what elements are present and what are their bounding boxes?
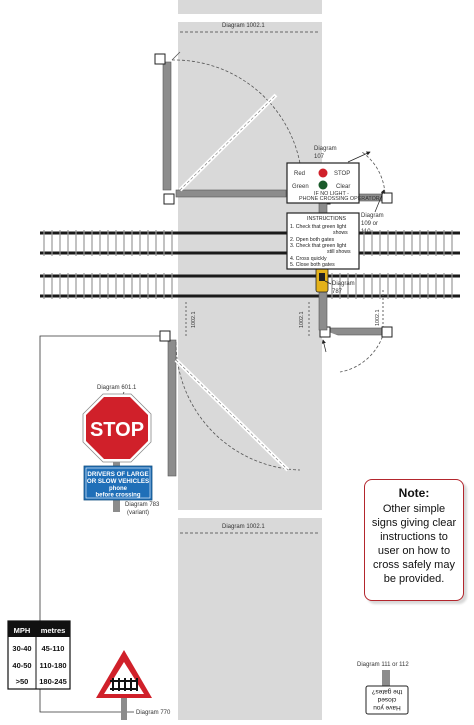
gate-bottom bbox=[159, 326, 393, 477]
label-diagram-1002-top: Diagram 1002.1 bbox=[222, 23, 265, 29]
blue-sign-line-2: OR SLOW VEHICLES bbox=[87, 478, 149, 485]
label-diagram-109-b: 109 or bbox=[361, 221, 378, 227]
sign-footnote-1: IF NO LIGHT - bbox=[314, 191, 349, 197]
blue-sign-line-3: phone bbox=[109, 486, 128, 492]
instructions-title: INSTRUCTIONS bbox=[307, 216, 346, 222]
speed-row-1-mph: 30-40 bbox=[12, 644, 31, 653]
label-1002-v3: 1002.1 bbox=[375, 310, 381, 327]
instructions-line-4: 3. Check that green light bbox=[290, 243, 347, 249]
blue-phone-sign: DRIVERS OF LARGE OR SLOW VEHICLES phone … bbox=[83, 465, 153, 501]
note-box: Note: Other simple signs giving clear in… bbox=[364, 479, 464, 601]
label-1002-v1: 1002.1 bbox=[191, 312, 197, 329]
arrow-107 bbox=[347, 151, 371, 163]
label-1002-v2: 1002.1 bbox=[299, 312, 305, 329]
sign-clear-label: Clear bbox=[336, 184, 350, 190]
gate-sign-line-3: the gates? bbox=[371, 688, 402, 695]
label-diagram-107-a: Diagram bbox=[314, 146, 337, 152]
label-diagram-109-c: 110 bbox=[361, 229, 371, 235]
arrow-787 bbox=[324, 280, 332, 285]
arrow-lower-right bbox=[321, 339, 327, 353]
label-diagram-601: Diagram 601.1 bbox=[97, 385, 137, 391]
speed-table: MPH metres 30-40 45-110 40-50 110-180 >5… bbox=[7, 620, 71, 690]
leader-left bbox=[39, 335, 160, 713]
label-diagram-107-b: 107 bbox=[314, 154, 325, 160]
instructions-sign: INSTRUCTIONS 1. Check that green light s… bbox=[286, 212, 360, 270]
label-diagram-783-b: (variant) bbox=[127, 510, 149, 516]
signal-sign: Red STOP Green Clear IF NO LIGHT - PHONE… bbox=[286, 162, 380, 204]
instructions-line-3: 2. Open both gates bbox=[290, 237, 335, 243]
road-bottom bbox=[178, 518, 322, 720]
speed-row-1-metres: 45-110 bbox=[42, 644, 65, 653]
blue-sign-line-1: DRIVERS OF LARGE bbox=[87, 471, 148, 478]
gate-icon bbox=[110, 678, 138, 691]
label-diagram-783-a: Diagram 783 bbox=[125, 502, 160, 508]
speed-row-2-metres: 110-180 bbox=[39, 661, 66, 670]
phone-unit-window bbox=[319, 273, 325, 281]
label-diagram-770: Diagram 770 bbox=[136, 710, 171, 716]
red-light-icon bbox=[318, 168, 328, 178]
instructions-line-7: 5. Close both gates bbox=[290, 262, 335, 268]
arrow-109 bbox=[374, 189, 385, 213]
label-diagram-111: Diagram 111 or 112 bbox=[357, 662, 409, 668]
sign-footnote-2: PHONE CROSSING OPERATOR bbox=[299, 196, 380, 202]
note-title: Note: bbox=[398, 486, 430, 500]
instructions-line-5: still shows bbox=[327, 249, 351, 255]
sign-green-label: Green bbox=[292, 184, 309, 190]
gate-sign-post bbox=[382, 670, 390, 688]
sign-red-label: Red bbox=[294, 171, 305, 177]
speed-row-3-metres: 180-245 bbox=[39, 677, 67, 686]
sign-stop-label: STOP bbox=[334, 171, 350, 177]
blue-sign-line-4: before crossing bbox=[95, 493, 140, 499]
green-light-icon bbox=[318, 180, 328, 190]
gate-sign-line-2: closed bbox=[377, 696, 396, 703]
level-crossing-warning-sign bbox=[96, 650, 152, 698]
road-top bbox=[178, 0, 322, 14]
stop-sign: STOP bbox=[82, 393, 152, 463]
stop-sign-text: STOP bbox=[90, 419, 144, 441]
speed-header-metres: metres bbox=[41, 626, 66, 635]
instructions-line-2: shows bbox=[333, 230, 348, 236]
speed-header-mph: MPH bbox=[14, 626, 31, 635]
note-body: Other simple signs giving clear instruct… bbox=[371, 503, 457, 585]
label-diagram-787-b: 787 bbox=[332, 289, 343, 295]
instructions-line-6: 4. Cross quickly bbox=[290, 256, 327, 262]
instructions-line-1: 1. Check that green light bbox=[290, 224, 347, 230]
railway-tracks bbox=[40, 231, 460, 298]
label-diagram-1002-bottom: Diagram 1002.1 bbox=[222, 524, 265, 530]
gate-closed-sign: Have you closed the gates? bbox=[365, 685, 409, 715]
speed-row-3-mph: >50 bbox=[16, 677, 29, 686]
gate-sign-line-1: Have you bbox=[373, 704, 401, 711]
label-diagram-109-a: Diagram bbox=[361, 213, 384, 219]
speed-row-2-mph: 40-50 bbox=[12, 661, 31, 670]
label-diagram-787-a: Diagram bbox=[332, 281, 355, 287]
warning-sign-post bbox=[121, 698, 127, 720]
